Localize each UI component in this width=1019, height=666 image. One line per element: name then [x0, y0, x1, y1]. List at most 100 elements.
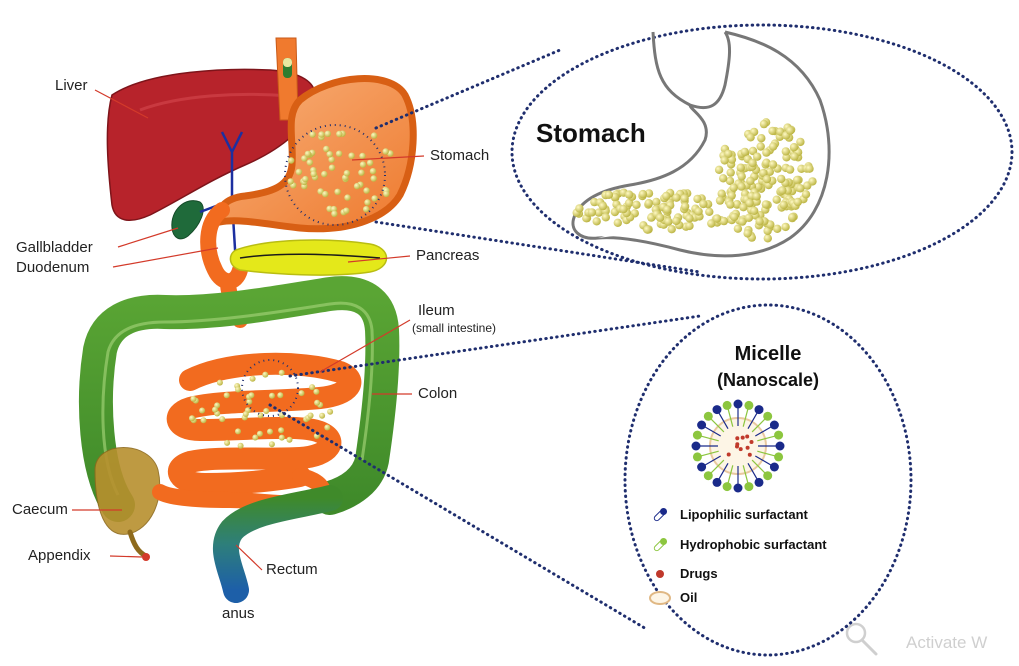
particle [793, 176, 801, 184]
particle [748, 159, 756, 167]
stomach-zoom-title: Stomach [536, 118, 646, 148]
particle [262, 372, 268, 378]
particle [363, 187, 369, 193]
particle [314, 400, 320, 406]
particle [287, 178, 293, 184]
particle [778, 186, 786, 194]
label-rectum: Rectum [266, 561, 318, 578]
particle [685, 214, 693, 222]
surfactant-head [704, 412, 713, 421]
particle [757, 134, 765, 142]
particle [726, 200, 734, 208]
legend-lipophilic-label: Lipophilic surfactant [680, 507, 809, 522]
label-appendix: Appendix [28, 547, 91, 564]
particle [324, 425, 330, 431]
surfactant-head [770, 463, 779, 472]
particle [343, 208, 349, 214]
particle [371, 195, 377, 201]
particle [753, 192, 761, 200]
particle [371, 132, 377, 138]
drug-particle [735, 436, 739, 440]
particle [370, 168, 376, 174]
particle [713, 214, 721, 222]
particle [663, 205, 671, 213]
particle [358, 170, 364, 176]
surfactant-head [697, 421, 706, 430]
particle [625, 190, 633, 198]
particle [763, 175, 771, 183]
lipophilic-surfactant-icon [653, 507, 669, 523]
particle [250, 376, 256, 382]
surfactant-head [776, 442, 785, 451]
particle [746, 133, 754, 141]
key-icon [847, 624, 876, 654]
particle [643, 226, 651, 234]
particle [383, 191, 389, 197]
particle [746, 177, 754, 185]
particle [755, 217, 763, 225]
particle [720, 156, 728, 164]
particle [680, 194, 688, 202]
label-caecum: Caecum [12, 501, 68, 518]
appendix-tip [142, 553, 150, 561]
label-pancreas: Pancreas [416, 247, 479, 264]
particle [299, 390, 305, 396]
particle [730, 213, 738, 221]
particle [773, 196, 781, 204]
hydrophobic-surfactant-icon [653, 537, 669, 553]
particle [302, 176, 308, 182]
particle [305, 151, 311, 157]
particle [745, 214, 753, 222]
surfactant-head [704, 471, 713, 480]
particle [727, 168, 735, 176]
particle [279, 370, 285, 376]
legend-drugs-label: Drugs [680, 566, 718, 581]
particle [808, 177, 816, 185]
particle [802, 190, 810, 198]
particle [790, 152, 798, 160]
particle [694, 207, 702, 215]
particle [277, 392, 283, 398]
particle [238, 443, 244, 449]
surfactant-head [755, 405, 764, 414]
particle [329, 165, 335, 171]
particle [672, 194, 680, 202]
particle [257, 431, 263, 437]
surfactant-head [713, 478, 722, 487]
particle [738, 172, 746, 180]
particle [201, 417, 207, 423]
surfactant-head [693, 452, 702, 461]
surfactant-head [755, 478, 764, 487]
watermark-text: Activate W [906, 633, 987, 652]
surfactant-head [734, 400, 743, 409]
drug-particle [735, 445, 739, 449]
particle [619, 205, 627, 213]
particle [359, 153, 365, 159]
particle [782, 147, 790, 155]
particle [737, 182, 745, 190]
particle [790, 143, 798, 151]
drug-particle [741, 436, 745, 440]
particle [363, 206, 369, 212]
particle [321, 171, 327, 177]
particle [777, 175, 785, 183]
particle [781, 223, 789, 231]
particle [719, 174, 727, 182]
particle [788, 213, 796, 221]
particle [739, 203, 747, 211]
particle [331, 211, 337, 217]
particle [199, 408, 205, 414]
particle [605, 191, 613, 199]
surfactant-head [723, 482, 732, 491]
particle [705, 208, 713, 216]
surfactant-head [734, 484, 743, 493]
particle [614, 219, 622, 227]
particle [760, 120, 768, 128]
particle [750, 207, 758, 215]
surfactant-head [713, 405, 722, 414]
particle [599, 202, 607, 210]
surfactant-head [744, 401, 753, 410]
particle [602, 213, 610, 221]
particle [632, 201, 640, 209]
